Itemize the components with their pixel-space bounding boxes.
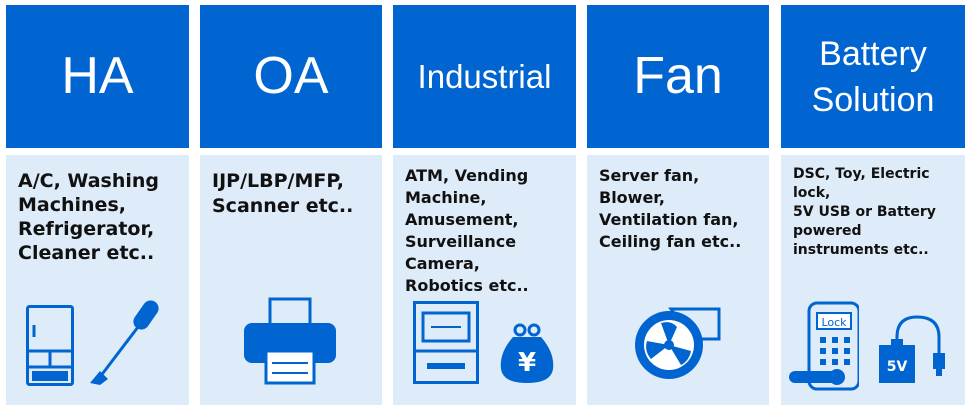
category-body: A/C, Washing Machines, Refrigerator, Cle… xyxy=(6,155,189,405)
category-body: IJP/LBP/MFP, Scanner etc.. xyxy=(200,155,382,405)
yen-purse-icon: ¥ xyxy=(497,323,557,385)
category-header: Industrial xyxy=(393,5,576,148)
vacuum-cleaner-icon xyxy=(86,295,164,387)
category-description: IJP/LBP/MFP, Scanner etc.. xyxy=(212,170,354,217)
category-title: HA xyxy=(61,47,134,106)
category-title: OA xyxy=(253,47,329,106)
category-oa: OA IJP/LBP/MFP, Scanner etc.. xyxy=(200,5,382,405)
category-title: Battery Solution xyxy=(811,34,935,119)
category-header: HA xyxy=(6,5,189,148)
category-header: Battery Solution xyxy=(781,5,965,148)
fan-icon xyxy=(631,303,727,381)
battery-5v-label: 5V xyxy=(887,359,908,375)
category-description: Server fan, Blower, Ventilation fan, Cei… xyxy=(599,166,742,251)
category-title: Fan xyxy=(633,47,723,106)
lock-screen-label: Lock xyxy=(821,316,847,329)
usb-battery-icon: 5V xyxy=(877,313,957,385)
category-ha: HA A/C, Washing Machines, Refrigerator, … xyxy=(6,5,189,405)
category-description: A/C, Washing Machines, Refrigerator, Cle… xyxy=(18,170,159,264)
category-fan: Fan Server fan, Blower, Ventilation fan,… xyxy=(587,5,769,405)
category-body: Server fan, Blower, Ventilation fan, Cei… xyxy=(587,155,769,405)
category-body: DSC, Toy, Electric lock, 5V USB or Batte… xyxy=(781,155,965,405)
atm-icon xyxy=(413,301,479,385)
refrigerator-icon xyxy=(26,305,74,387)
category-title: Industrial xyxy=(417,57,552,95)
category-header: OA xyxy=(200,5,382,148)
category-description: ATM, Vending Machine, Amusement, Surveil… xyxy=(405,166,529,295)
category-body: ATM, Vending Machine, Amusement, Surveil… xyxy=(393,155,576,405)
category-description: DSC, Toy, Electric lock, 5V USB or Batte… xyxy=(793,166,936,258)
category-header: Fan xyxy=(587,5,769,148)
electric-lock-icon: Lock xyxy=(787,301,859,391)
category-battery-solution: Battery Solution DSC, Toy, Electric lock… xyxy=(781,5,965,405)
category-industrial: Industrial ATM, Vending Machine, Amuseme… xyxy=(393,5,576,405)
svg-text:¥: ¥ xyxy=(518,348,536,378)
printer-icon xyxy=(242,297,338,385)
